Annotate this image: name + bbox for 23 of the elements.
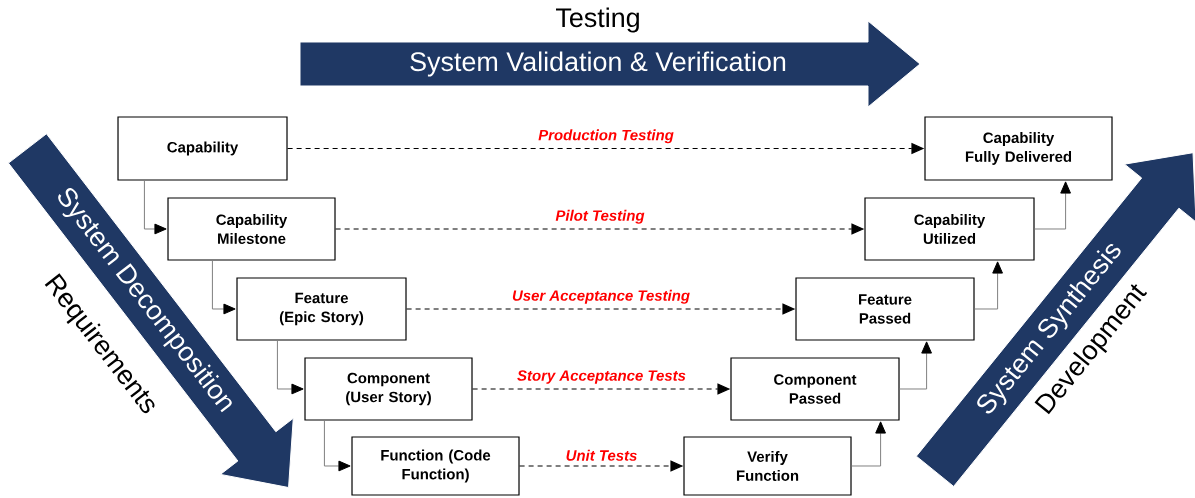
arrow	[211, 260, 236, 315]
process-box: Component Passed	[730, 357, 900, 421]
process-box: Function (Code Function)	[351, 436, 520, 496]
arrow	[323, 420, 351, 472]
arrow	[851, 421, 886, 467]
process-box: Feature Passed	[795, 277, 975, 341]
edge-label: Story Acceptance Tests	[516, 369, 687, 385]
process-box: Capability Milestone	[167, 197, 336, 261]
edge-label: User Acceptance Testing	[511, 288, 691, 305]
process-box: Capability Fully Delivered	[924, 116, 1113, 181]
arrow	[1034, 181, 1071, 230]
process-box: Component (User Story)	[304, 357, 473, 421]
edge-label: Pilot Testing	[554, 208, 646, 225]
arrow	[899, 341, 932, 390]
edge-label: Unit Tests	[564, 448, 639, 462]
process-box: Verify Function	[683, 436, 852, 496]
arrow	[276, 340, 304, 395]
process-box: Feature (Epic Story)	[236, 277, 407, 341]
edge-label: Production Testing	[537, 128, 675, 145]
arrow	[143, 180, 167, 235]
process-box: Capability Utilized	[864, 197, 1035, 261]
arrow	[974, 261, 1003, 310]
process-box: Capability	[117, 116, 288, 181]
